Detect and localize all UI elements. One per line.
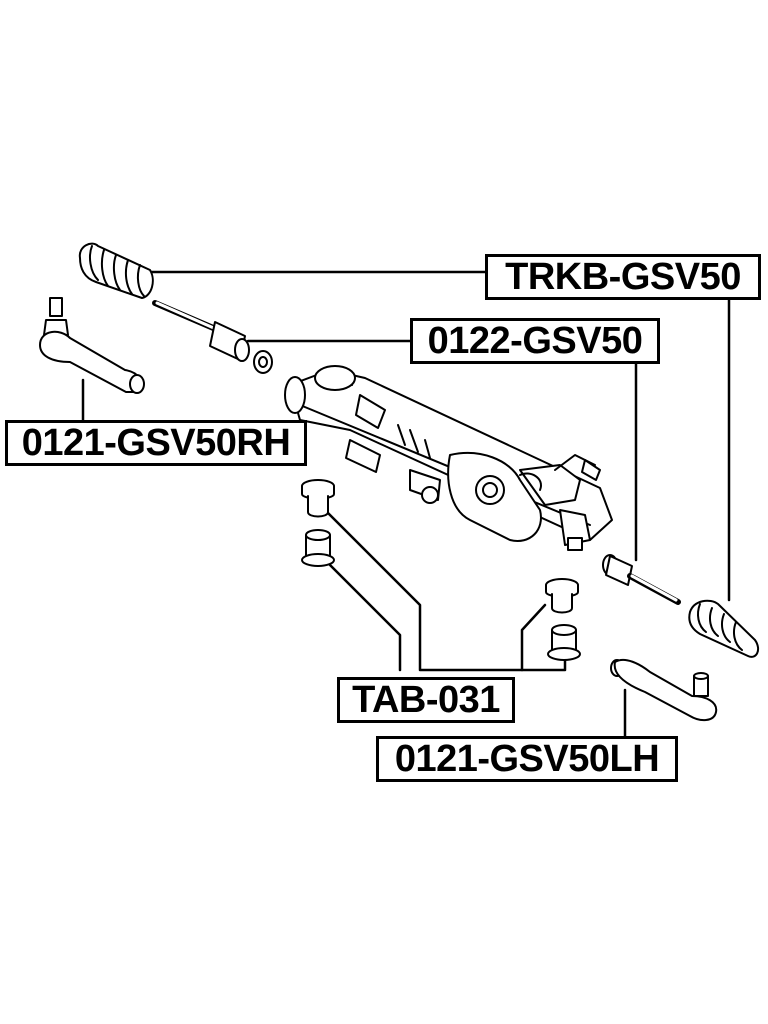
inner-tie-rod-upper-icon: [152, 300, 273, 374]
inner-tie-rod-lower-icon: [602, 554, 681, 605]
part-label-tab-031: TAB-031: [337, 677, 515, 723]
steering-boot-right-icon: [688, 599, 759, 658]
tie-rod-end-rh-icon: [39, 297, 145, 394]
steering-rack-housing-icon: [284, 365, 613, 551]
rack-bushing-upper-right-icon: [545, 578, 579, 614]
part-label-0122-gsv50: 0122-GSV50: [410, 318, 660, 364]
rack-bushing-lower-left-icon: [301, 529, 335, 567]
steering-boot-left-icon: [78, 242, 154, 299]
tie-rod-end-lh-icon: [610, 658, 718, 722]
rack-bushing-lower-right-icon: [547, 624, 581, 661]
part-label-0121-gsv50rh: 0121-GSV50RH: [5, 420, 307, 466]
rack-bushing-upper-left-icon: [301, 479, 335, 518]
part-label-trkb-gsv50: TRKB-GSV50: [485, 254, 761, 300]
leader-lines: [81, 270, 731, 740]
part-label-0121-gsv50lh: 0121-GSV50LH: [376, 736, 678, 782]
